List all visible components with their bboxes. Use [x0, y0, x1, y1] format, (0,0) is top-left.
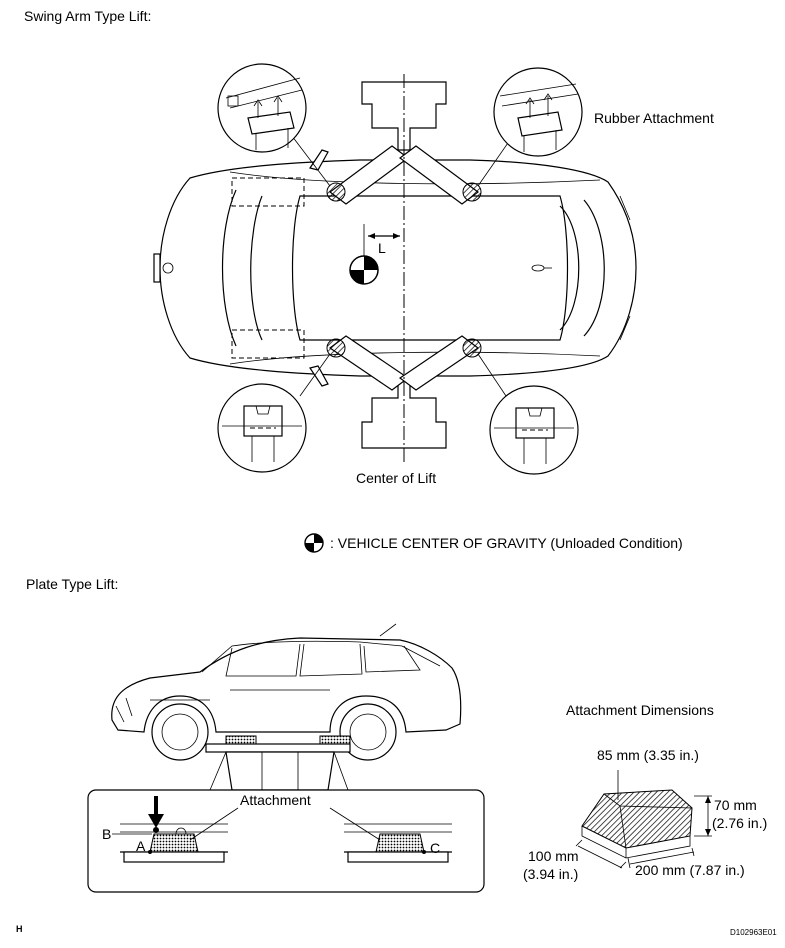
swing-arm-lift-diagram: [153, 63, 637, 553]
point-c-label: C: [430, 840, 441, 856]
plate-lift-diagram: [87, 623, 712, 893]
lift-pad-rear-left: [462, 182, 482, 202]
rubber-attachment-label: Rubber Attachment: [594, 110, 714, 126]
attachment-block: [575, 770, 712, 869]
detail-circle-bottom-right: [477, 353, 579, 475]
point-a-label: A: [136, 838, 146, 854]
lift-pad-rear-right: [462, 338, 482, 358]
car-top-view: [153, 149, 637, 387]
attachment-label: Attachment: [240, 792, 311, 808]
plate-section-title: Plate Type Lift:: [26, 576, 119, 592]
detail-circle-bottom-left: [217, 353, 331, 473]
cog-legend-symbol: [304, 533, 324, 553]
swing-arms: [328, 145, 480, 391]
plate-lift-platform: [205, 735, 351, 791]
plate-detail-box: [87, 789, 485, 893]
dimension-l-label: L: [378, 240, 386, 256]
center-of-gravity-symbol: [349, 255, 379, 285]
footer-left-mark: H: [16, 924, 23, 934]
dim-depth-mm: 100 mm: [528, 848, 579, 864]
detail-circle-top-right: [477, 67, 583, 187]
cog-legend-text: : VEHICLE CENTER OF GRAVITY (Unloaded Co…: [330, 535, 683, 551]
dim-length: 200 mm (7.87 in.): [635, 862, 745, 878]
car-side-view: [111, 623, 462, 761]
lift-pad-front-left: [326, 182, 346, 202]
lift-pad-front-right: [326, 338, 346, 358]
attachment-dimensions-title: Attachment Dimensions: [566, 702, 714, 718]
dim-height-in: (2.76 in.): [712, 815, 768, 831]
point-b-label: B: [102, 826, 112, 842]
dim-height-mm: 70 mm: [714, 797, 757, 813]
swing-arm-section-title: Swing Arm Type Lift:: [24, 8, 152, 24]
figure-id: D102963E01: [730, 928, 777, 937]
dim-depth-in: (3.94 in.): [523, 866, 579, 882]
dim-top-width: 85 mm (3.35 in.): [597, 747, 699, 763]
dimension-l: [363, 224, 400, 262]
center-of-lift-label: Center of Lift: [356, 470, 437, 486]
detail-circle-top-left: [217, 63, 331, 187]
